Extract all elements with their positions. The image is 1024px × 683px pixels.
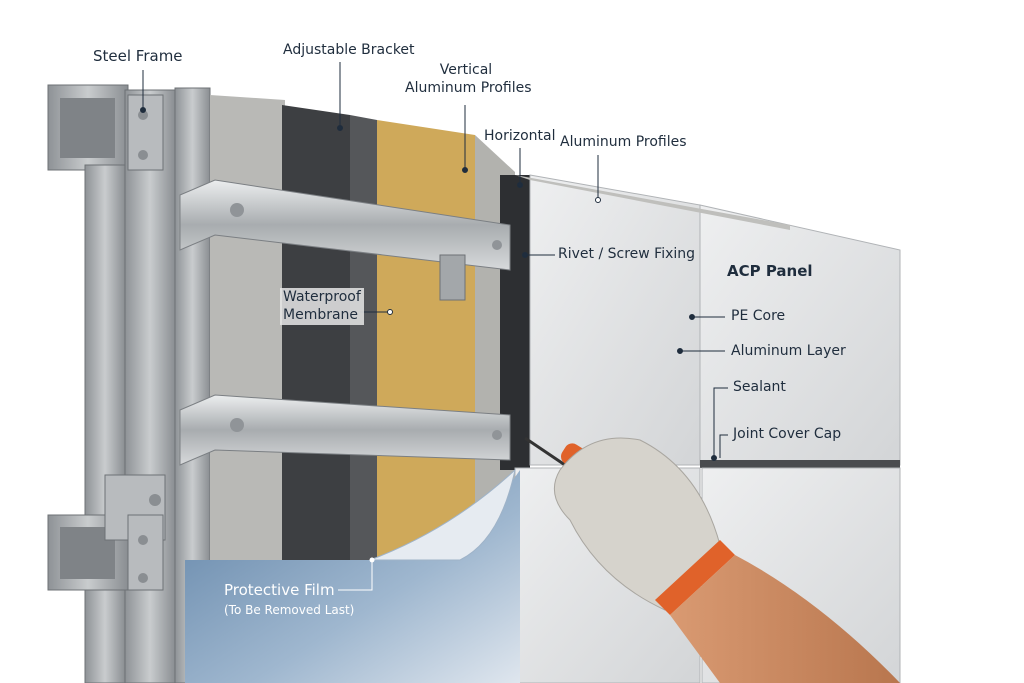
label-protective-film: Protective Film: [224, 581, 335, 599]
label-sealant: Sealant: [733, 379, 786, 395]
label-pe-core: PE Core: [731, 308, 786, 324]
label-line: Waterproof: [283, 289, 361, 305]
label-vertical-profiles: Vertical Aluminum Profiles: [405, 62, 532, 97]
label-waterproof-membrane: Waterproof Membrane: [280, 288, 364, 325]
gloved-hand-with-screwdriver: [524, 436, 900, 683]
label-line: Aluminum Profiles: [405, 79, 532, 96]
horizontal-aluminum-profiles: [179, 179, 511, 466]
label-line: Membrane: [283, 306, 359, 323]
insulation: [377, 120, 475, 560]
label-rivet-screw-fixing: Rivet / Screw Fixing: [558, 246, 696, 262]
label-adjustable-bracket: Adjustable Bracket: [283, 42, 415, 58]
label-aluminum-layer: Aluminum Layer: [731, 343, 846, 359]
leader-lines: [140, 62, 728, 591]
label-horizontal: Horizontal: [484, 128, 556, 144]
label-acp-panel: ACP Panel: [727, 262, 813, 280]
concrete-wall: [210, 95, 285, 683]
protective-film: [185, 468, 520, 683]
label-joint-cover-cap: Joint Cover Cap: [733, 426, 842, 442]
label-protective-film-note: (To Be Removed Last): [224, 603, 355, 617]
label-steel-frame: Steel Frame: [93, 47, 183, 65]
label-line: Vertical: [439, 62, 493, 78]
label-horizontal-aluminum-profiles: Aluminum Profiles: [560, 134, 687, 150]
